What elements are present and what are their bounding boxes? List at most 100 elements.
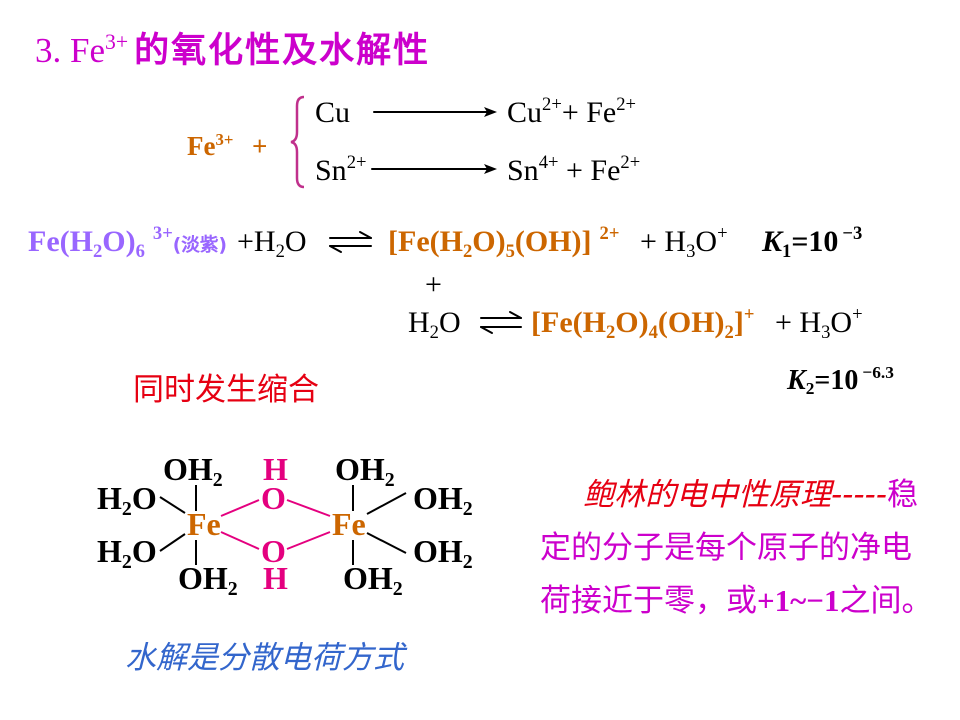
formula-part: O) — [615, 306, 649, 339]
subscript: 4 — [648, 321, 658, 343]
aqua-oh: OH — [413, 480, 463, 516]
equilibrium-constant-k1: K1=10−3 — [762, 225, 862, 261]
subscript: 2 — [429, 321, 439, 343]
bond-bridge-right-lower — [286, 531, 331, 550]
formula-part: O — [284, 225, 307, 258]
charge: + — [717, 223, 728, 245]
arrow-tin-head — [484, 164, 497, 174]
product-tin-charge: 4+ — [538, 152, 559, 174]
charge-range: +1~−1 — [757, 583, 840, 618]
equilibrium-arrow-step1 — [329, 231, 372, 253]
principle-line-3-end: 之间。 — [839, 583, 933, 619]
bond-right-upper-aqua — [366, 492, 407, 515]
principle-line-1: 鲍林的电中性原理-----稳 — [583, 480, 918, 511]
aqua-subscript: 2 — [212, 468, 223, 491]
aqua-ligand-lower-left: H2O — [97, 533, 157, 572]
bond-bridge-right-upper — [286, 499, 331, 517]
oxidant: Fe3+ — [187, 131, 233, 161]
condensation-note: 同时发生缩合 — [133, 372, 319, 408]
reactant-tin-charge: 2+ — [346, 152, 367, 174]
product-step2: [Fe(H2O)4(OH)2]+ — [531, 306, 754, 342]
reactant-tin-symbol: Sn — [315, 154, 347, 187]
hydrolysis-summary: 水解是分散电荷方式 — [125, 640, 404, 676]
constant-exponent: −3 — [842, 223, 863, 245]
title-charge: 3+ — [105, 29, 129, 54]
formula-part: [Fe(H — [531, 306, 606, 339]
constant-index: 2 — [805, 379, 815, 399]
constant-symbol: K — [762, 225, 783, 258]
bond-bridge-left-upper — [220, 499, 260, 517]
formula-part: O) — [102, 225, 136, 258]
products-copper: Cu2++ Fe2+ — [507, 96, 636, 129]
bond-left-upper-aqua — [159, 496, 186, 514]
iron-center-left: Fe — [187, 506, 221, 542]
subscript: 2 — [462, 240, 473, 262]
formula-part: O) — [472, 225, 506, 258]
formula-part: O — [438, 306, 461, 339]
iron-center-right: Fe — [332, 506, 366, 542]
hydronium-step1: + H3O+ — [640, 225, 728, 261]
aqua-h: H — [97, 480, 122, 516]
aqua-oh: OH — [343, 560, 393, 596]
aqua-oh: OH — [163, 451, 213, 487]
aqua-subscript: 2 — [392, 577, 403, 600]
aqua-subscript: 2 — [121, 550, 132, 573]
slide-title: 3. Fe3+的氧化性及水解性 — [35, 29, 431, 71]
formula-part: [Fe(H — [388, 225, 463, 258]
charge: 2+ — [599, 223, 620, 245]
constant-value: =10 — [814, 365, 859, 396]
formula-part: + H — [775, 306, 822, 339]
aqua-subscript: 2 — [462, 497, 473, 520]
product-iron: + Fe — [561, 96, 617, 129]
principle-line-3-start: 荷接近于零，或 — [540, 583, 757, 619]
oxidant-plus: + — [252, 131, 268, 161]
aqua-oh: OH — [178, 560, 228, 596]
subscript: 6 — [135, 240, 145, 262]
aqua-oh: OH — [413, 533, 463, 569]
reaction-brace — [290, 95, 305, 189]
reactant-tin: Sn2+ — [315, 154, 366, 187]
aqua-ligand-bottom-right: OH2 — [343, 560, 403, 599]
equilibrium-forward-barb — [509, 311, 522, 319]
oxidant-symbol: Fe — [187, 131, 216, 161]
subscript: 2 — [92, 240, 103, 262]
constant-exponent: −6.3 — [862, 363, 894, 383]
principle-line-1-tail: 稳 — [886, 477, 918, 513]
subscript: 3 — [686, 240, 696, 262]
formula-part: O — [695, 225, 718, 258]
equilibrium-arrow-step2 — [480, 311, 522, 334]
formula-part: +H — [237, 225, 276, 258]
bridge-hydrogen-top: H — [263, 451, 288, 487]
title-text: 的氧化性及水解性 — [134, 31, 431, 71]
product-iron-charge: 2+ — [620, 152, 641, 174]
bridge-oxygen-top: O — [261, 480, 286, 516]
constant-symbol: K — [787, 365, 806, 396]
aqua-ligand-top-left: OH2 — [163, 451, 223, 490]
hydronium-step2: + H3O+ — [775, 306, 863, 342]
aqua-o: O — [131, 533, 157, 569]
coupling-plus: + — [425, 268, 442, 301]
product-iron: + Fe — [558, 154, 621, 187]
equilibrium-reverse-barb — [329, 245, 342, 253]
aqua-oh: OH — [335, 451, 385, 487]
subscript: 2 — [605, 321, 616, 343]
product-copper: Cu — [507, 96, 543, 129]
equilibrium-reverse-barb — [480, 326, 493, 334]
subscript: 5 — [505, 240, 515, 262]
principle-name: 鲍林的电中性原理----- — [583, 477, 887, 513]
formula-part: H — [408, 306, 430, 339]
aqua-subscript: 2 — [121, 497, 132, 520]
principle-line-2: 定的分子是每个原子的净电 — [540, 530, 912, 566]
aqua-ligand-upper-right: OH2 — [413, 480, 473, 519]
formula-part: (OH)] — [514, 225, 592, 258]
subscript: 2 — [724, 321, 734, 343]
aqua-subscript: 2 — [462, 550, 473, 573]
reactant-copper: Cu — [315, 96, 351, 129]
aqua-h: H — [97, 533, 122, 569]
aqua-ligand-upper-left: H2O — [97, 480, 157, 519]
charge: 3+ — [152, 223, 173, 245]
aqua-subscript: 2 — [384, 468, 395, 491]
formula-part: (OH) — [657, 306, 725, 339]
arrow-copper-head — [484, 107, 497, 117]
